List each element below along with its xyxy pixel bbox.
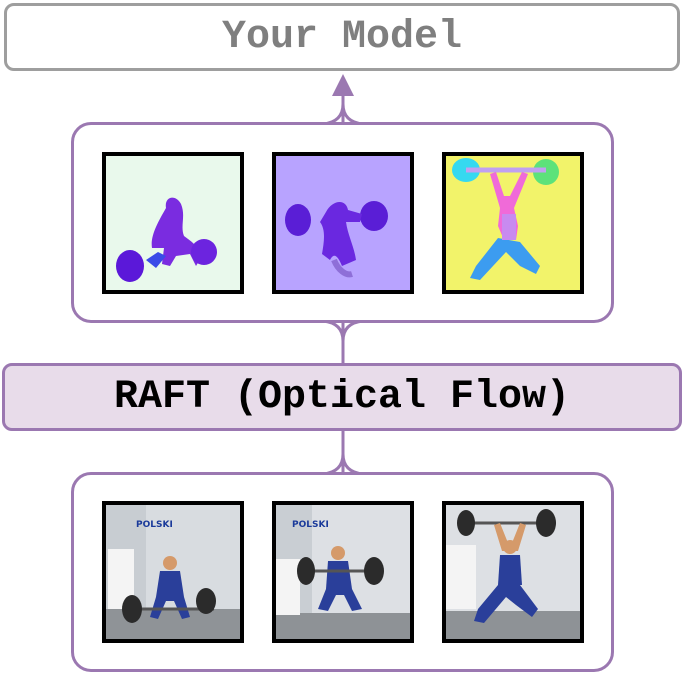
flow-map-3 [442, 152, 584, 294]
your-model-box: Your Model [4, 3, 680, 71]
your-model-label: Your Model [221, 14, 463, 60]
svg-text:POLSKI: POLSKI [136, 520, 173, 530]
arrow-head-icon [332, 74, 354, 96]
video-frame-3 [442, 501, 584, 643]
video-frame-1: POLSKI [102, 501, 244, 643]
svg-text:POLSKI: POLSKI [292, 520, 329, 530]
flow-map-2 [272, 152, 414, 294]
video-frame-2: POLSKI [272, 501, 414, 643]
raft-label: RAFT (Optical Flow) [113, 374, 571, 420]
raft-optical-flow-bar: RAFT (Optical Flow) [2, 363, 682, 431]
flow-map-1 [102, 152, 244, 294]
